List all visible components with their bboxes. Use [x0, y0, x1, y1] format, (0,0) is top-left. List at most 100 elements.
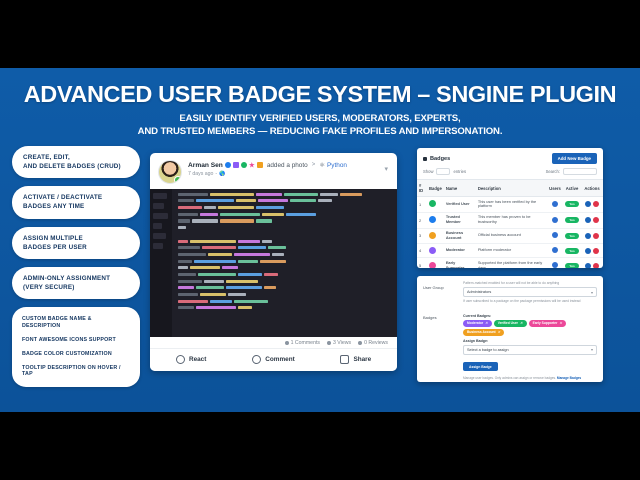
close-icon[interactable]: ✕	[497, 330, 501, 335]
feature-pill-line: BADGES ANY TIME	[23, 203, 85, 211]
edit-icon[interactable]	[585, 201, 591, 208]
chevron-down-icon: ▾	[590, 289, 593, 295]
expert-badge-icon[interactable]	[232, 162, 239, 168]
cell-badge	[427, 228, 444, 245]
edit-icon[interactable]	[585, 247, 591, 254]
trusted-badge-icon[interactable]	[240, 162, 247, 168]
col-actions[interactable]: Actions	[581, 179, 603, 197]
col-name[interactable]: Name	[443, 179, 476, 197]
delete-icon[interactable]	[593, 232, 599, 239]
close-icon[interactable]: ✕	[485, 321, 488, 326]
assign-badge-button[interactable]: Assign Badge	[463, 362, 498, 372]
cell-active[interactable]: Yes	[563, 243, 581, 259]
chevron-down-icon[interactable]: ▾	[384, 166, 388, 173]
close-icon[interactable]: ✕	[519, 321, 523, 326]
avatar[interactable]	[158, 160, 182, 184]
col-badge[interactable]: Badge	[427, 179, 444, 197]
users-count-badge	[552, 262, 558, 268]
badge-chip-moderator[interactable]: Moderator✕	[463, 319, 492, 327]
add-new-badge-button[interactable]: Add New Badge	[551, 153, 597, 164]
feature-pill-line: CREATE, EDIT,	[23, 154, 70, 161]
post-stats: 1 Comments 3 Views 0 Reviews	[150, 337, 397, 348]
feature-pill-line: ASSIGN MULTIPLE	[23, 234, 83, 242]
col-description[interactable]: Description	[475, 179, 547, 197]
post-stat-views[interactable]: 3 Views	[326, 340, 351, 346]
show-label: Show	[423, 169, 434, 174]
share-button[interactable]: Share	[315, 355, 397, 364]
post-header-text: Arman Sen added a photo > ⚛ Python 7 day…	[188, 160, 389, 178]
cell-actions	[581, 196, 603, 213]
cell-active[interactable]: Yes	[563, 212, 581, 229]
usergroup-select[interactable]: Administrators ▾	[463, 287, 597, 298]
feature-pill-multiple: ASSIGN MULTIPLE BADGES PER USER	[12, 226, 140, 259]
current-badges-chips: Moderator✕ Verified User✕ Early Supporte…	[463, 319, 597, 336]
cell-active[interactable]: Yes	[563, 257, 581, 268]
badge-color-dot	[429, 200, 436, 208]
delete-icon[interactable]	[593, 201, 599, 208]
col-id[interactable]: # ID	[417, 179, 427, 197]
feature-pill-list: CREATE, EDIT, AND DELETE BADGES (CRUD) A…	[12, 146, 140, 388]
badge-chip-verified-user[interactable]: Verified User✕	[493, 319, 527, 327]
comment-button[interactable]: Comment	[232, 355, 314, 364]
star-badge-icon[interactable]	[248, 162, 255, 168]
edit-icon[interactable]	[585, 217, 591, 224]
assign-badge-select[interactable]: Select a badge to assign ▾	[463, 344, 597, 355]
cell-id: 4	[417, 243, 427, 259]
post-author-name[interactable]: Arman Sen	[188, 161, 223, 169]
table-row[interactable]: 5 Early Supporter Supported the platform…	[417, 257, 603, 268]
delete-icon[interactable]	[593, 217, 599, 224]
delete-icon[interactable]	[593, 262, 599, 268]
verified-badge-icon[interactable]	[224, 162, 231, 168]
group-icon: ⚛	[319, 162, 326, 169]
close-icon[interactable]: ✕	[559, 321, 563, 326]
letterbox-top	[0, 0, 640, 68]
badge-chip-early-supporter[interactable]: Early Supporter✕	[528, 319, 567, 327]
manage-badges-link[interactable]: Manage Badges	[556, 375, 582, 380]
entries-select[interactable]	[436, 168, 451, 175]
badge-color-dot	[429, 216, 436, 224]
review-icon	[358, 341, 363, 345]
cell-badge	[427, 212, 444, 229]
table-row[interactable]: 3 Business Account Official business acc…	[417, 228, 603, 245]
users-count-badge	[552, 232, 558, 239]
active-toggle: Yes	[565, 247, 579, 254]
react-button[interactable]: React	[150, 355, 232, 364]
table-row[interactable]: 4 Moderator Platform moderator Yes	[417, 243, 603, 259]
assign-badges-panel: User Group Pattern-matched enabled for a…	[417, 276, 603, 382]
table-row[interactable]: 2 Trusted Member This member has proven …	[417, 212, 603, 229]
usergroup-field-row: User Group Pattern-matched enabled for a…	[423, 281, 597, 306]
cell-name: Business Account	[443, 228, 476, 245]
badge-color-dot	[429, 246, 436, 254]
cell-actions	[581, 257, 603, 268]
cell-name: Moderator	[443, 243, 476, 259]
chip-label: Moderator	[467, 321, 484, 326]
cell-active[interactable]: Yes	[563, 228, 581, 245]
letterbox-bottom	[0, 412, 640, 480]
post-stat-comments[interactable]: 1 Comments	[284, 340, 320, 346]
cell-users	[547, 228, 563, 245]
headline-subtitle-line2: AND TRUSTED MEMBERS — REDUCING FAKE PROF…	[137, 125, 503, 137]
post-stat-reviews[interactable]: 0 Reviews	[358, 340, 388, 346]
cell-actions	[581, 243, 603, 259]
globe-icon[interactable]: 🌎	[219, 171, 226, 177]
post-group-link[interactable]: Python	[327, 161, 347, 169]
badge-icon	[423, 156, 427, 161]
col-users[interactable]: Users	[547, 179, 563, 197]
edit-icon[interactable]	[585, 232, 591, 239]
edit-icon[interactable]	[585, 262, 591, 268]
delete-icon[interactable]	[593, 247, 599, 254]
table-row[interactable]: 1 Verified User This user has been verif…	[417, 196, 603, 213]
badges-field: Current Badges: Moderator✕ Verified User…	[463, 311, 597, 380]
admin-badges-panel: Badges Add New Badge Show entries Search…	[417, 148, 603, 268]
cell-badge	[427, 196, 444, 213]
cell-description: This member has proven to be trustworthy	[475, 212, 547, 229]
cell-description: This user has been verified by the platf…	[475, 196, 547, 213]
chip-label: Early Supporter	[532, 321, 558, 326]
search-input[interactable]	[563, 168, 597, 175]
badge-chip-business-account[interactable]: Business Account✕	[463, 328, 505, 336]
col-active[interactable]: Active	[563, 179, 581, 197]
cell-description: Platform moderator	[475, 243, 547, 259]
cell-active[interactable]: Yes	[563, 196, 581, 213]
business-badge-icon[interactable]	[256, 162, 263, 168]
post-timestamp: 7 days ago	[188, 171, 214, 177]
